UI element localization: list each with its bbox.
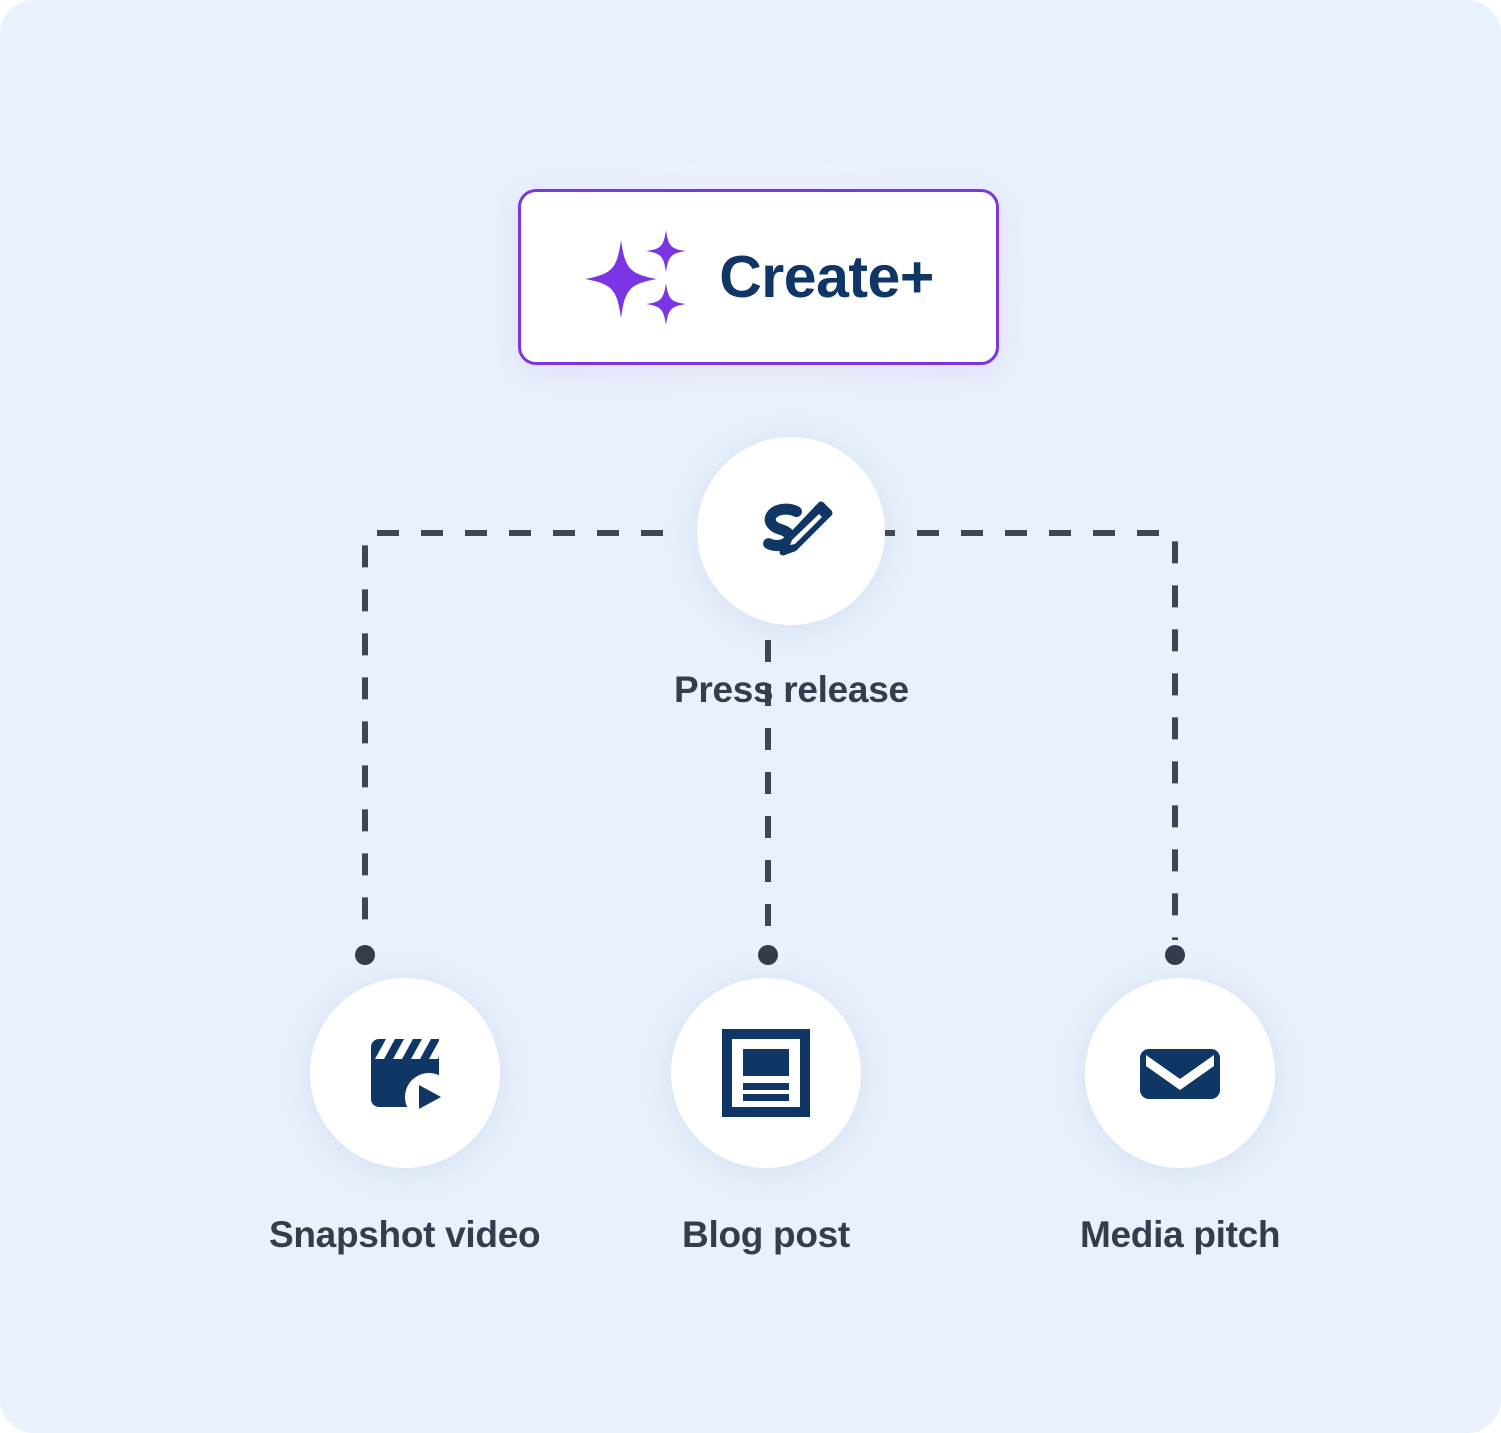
node-blog-post-circle[interactable] (671, 978, 861, 1168)
node-media-pitch-circle[interactable] (1085, 978, 1276, 1168)
node-blog-post-label: Blog post (682, 1214, 850, 1255)
node-snapshot-video-label: Snapshot video (269, 1214, 541, 1255)
node-media-pitch-label: Media pitch (1080, 1214, 1281, 1255)
node-snapshot-video[interactable]: Snapshot video (269, 978, 541, 1255)
connector-dot-center (758, 945, 778, 965)
connector-left (362, 530, 663, 940)
article-icon (722, 1029, 810, 1117)
sparkles-icon (585, 230, 687, 325)
node-snapshot-video-circle[interactable] (309, 978, 500, 1168)
node-press-release[interactable]: Press release (674, 437, 909, 708)
pencil-write-icon (763, 501, 833, 556)
connector-dot-right (1165, 945, 1185, 965)
clapperboard-play-icon (370, 1039, 445, 1109)
node-media-pitch[interactable]: Media pitch (1080, 978, 1281, 1255)
connector-right (873, 530, 1178, 940)
node-blog-post[interactable]: Blog post (671, 978, 861, 1253)
node-press-release-label: Press release (674, 669, 909, 710)
connector-dot-left (355, 945, 375, 965)
envelope-icon (1140, 1049, 1221, 1099)
create-plus-button[interactable]: Create+ (518, 189, 999, 365)
node-press-release-circle[interactable] (697, 437, 886, 625)
create-plus-label: Create+ (719, 243, 934, 310)
